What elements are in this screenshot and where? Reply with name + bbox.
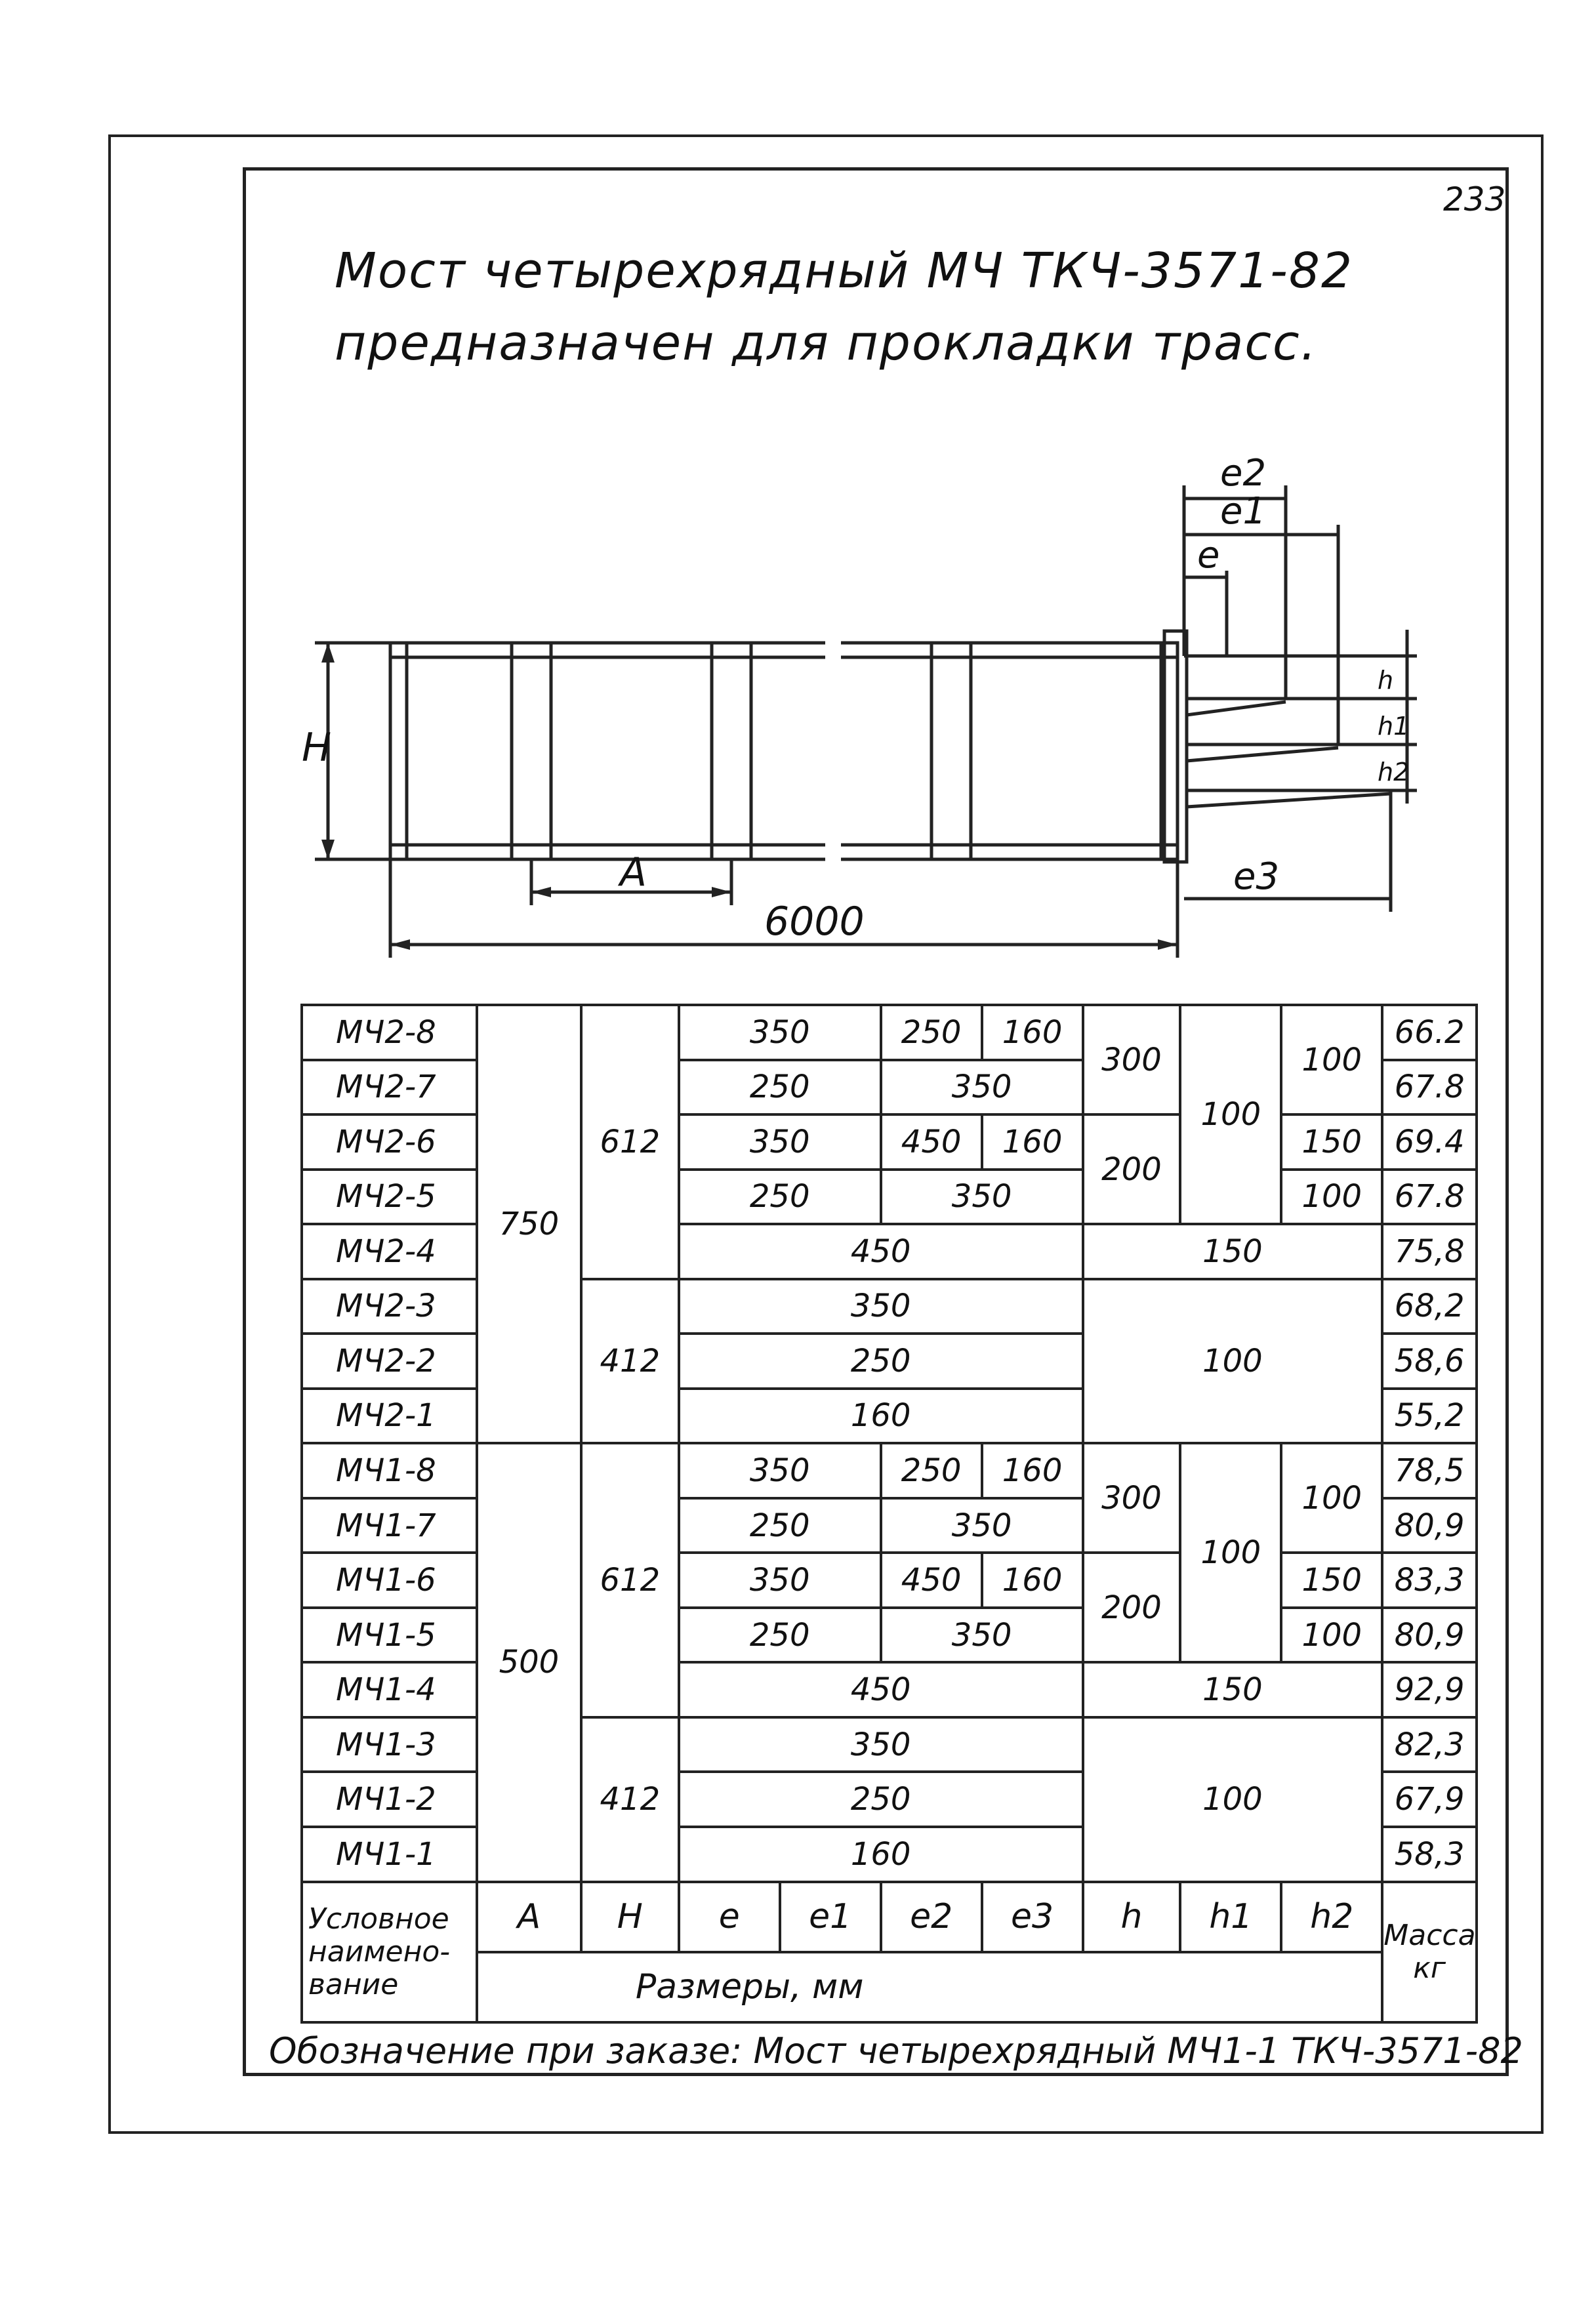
page-number: 233: [1443, 180, 1506, 218]
col-header-h2: h2: [1280, 1880, 1384, 1953]
spec-table: МЧ2-8 750 612 350 250 160 300 100 100 66…: [300, 1003, 1478, 2024]
mass-header: Масса кг: [1381, 1880, 1478, 2024]
col-header-e2: e2: [879, 1880, 983, 1953]
table-row: МЧ1-6 350 450 160 200 150 83,3: [300, 1551, 1478, 1664]
col-header-h1: h1: [1179, 1880, 1283, 1953]
dims-header: Размеры, мм: [475, 1950, 1384, 2024]
col-header-a: A: [475, 1880, 583, 1953]
table-row: МЧ2-4 450 150 75,8: [300, 1223, 1478, 1280]
table-row: МЧ2-7 250 350 67.8: [300, 1058, 1478, 1116]
col-header-h-small: h: [1081, 1880, 1182, 1953]
row-name: МЧ2-8: [300, 1004, 478, 1061]
h-dimension-label: H: [302, 725, 331, 771]
table-header-row: Условное наимено- вание A H e e1 e2 e3 h…: [300, 1880, 1478, 2024]
table-row: МЧ1-8 500 612 350 250 160 300 100 100 78…: [300, 1442, 1478, 1883]
bridge-drawing: H A 6000 e2 e1 e e3 h2 h1 h: [302, 452, 1417, 958]
a-dimension-label: A: [617, 849, 647, 895]
e3-label: e3: [1233, 855, 1279, 898]
table-row: МЧ1-4 450 150 92,9: [300, 1661, 1478, 1719]
front-view-frame: [388, 641, 1179, 861]
col-header-h: H: [579, 1880, 680, 1953]
col-header-e3: e3: [980, 1880, 1084, 1953]
name-header: Условное наимено- вание: [300, 1880, 478, 2024]
order-designation: Обозначение при заказе: Мост четырехрядн…: [269, 2030, 1523, 2072]
h2-label: h2: [1378, 758, 1409, 786]
h-label: h: [1378, 666, 1393, 695]
e-label: e: [1197, 534, 1219, 577]
table-row: МЧ2-1 160 55,2: [300, 1387, 1478, 1445]
inner-frame: [243, 167, 1509, 2076]
table-header-row: Размеры, мм: [302, 1950, 1477, 2024]
table-row: МЧ2-6 350 450 160 200 150 69.4: [300, 1113, 1478, 1226]
table-row: МЧ2-2 250 58,6: [300, 1332, 1478, 1390]
table-row: МЧ1-5 250 350 100 80,9: [300, 1606, 1478, 1664]
table-row: МЧ1-3 412 350 100 82,3: [300, 1715, 1478, 1883]
e2-label: e2: [1220, 452, 1266, 495]
table-row: МЧ2-3 412 350 100 68,2: [300, 1277, 1478, 1445]
table-row: МЧ1-7 250 350 80,9: [300, 1496, 1478, 1555]
col-header-e: e: [677, 1880, 781, 1953]
length-dimension-label: 6000: [764, 899, 865, 945]
table-row: МЧ1-1 160 58,3: [300, 1825, 1478, 1883]
table-row: МЧ2-5 250 350 100 67.8: [300, 1168, 1478, 1226]
col-header-e1: e1: [778, 1880, 882, 1953]
h1-label: h1: [1378, 712, 1409, 741]
table-row: МЧ1-2 250 67,9: [300, 1770, 1478, 1828]
title-line-1: Мост четырехрядный МЧ ТКЧ-3571-82: [335, 243, 1354, 299]
title-line-2: предназначен для прокладки трасс.: [335, 315, 1318, 371]
outer-frame: [108, 134, 1544, 2134]
e1-label: e1: [1220, 490, 1266, 533]
table-row: МЧ2-8 750 612 350 250 160 300 100 100 66…: [300, 1003, 1478, 1445]
